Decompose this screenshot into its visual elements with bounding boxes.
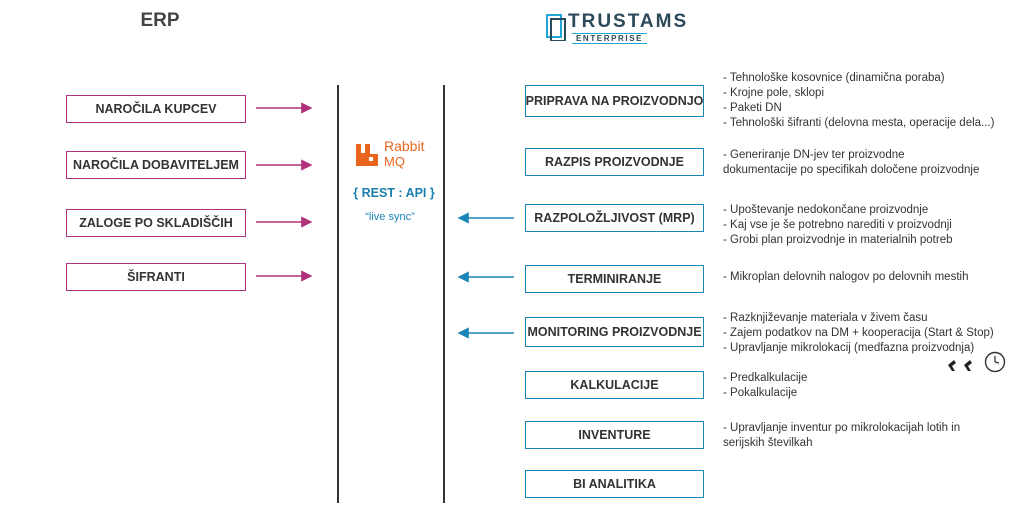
desc-line: - Razknjiževanje materiala v živem času [723, 312, 928, 324]
desc-line: - Grobi plan proizvodnje in materialnih … [723, 234, 953, 246]
mes-box-label: TERMINIRANJE [567, 272, 662, 286]
erp-box-label: ZALOGE PO SKLADIŠČIH [79, 216, 233, 230]
divider-right [443, 85, 445, 503]
desc-line: - Upravljanje inventur po mikrolokacijah… [723, 422, 961, 434]
desc-line: - Mikroplan delovnih nalogov po delovnih… [723, 271, 969, 283]
desc-line: - Generiranje DN-jev ter proizvodne [723, 149, 905, 161]
desc-line: serijskih številkah [723, 437, 813, 449]
desc-line: dokumentacije po specifikah določene pro… [723, 164, 980, 176]
desc-line: - Tehnološki šifranti (delovna mesta, op… [723, 117, 995, 129]
rest-api-label: { REST : API } [353, 186, 435, 200]
rabbitmq-mq: MQ [384, 154, 405, 169]
mes-box-razpis[interactable]: RAZPIS PROIZVODNJE [525, 148, 704, 176]
erp-title: ERP [140, 10, 180, 31]
mes-box-label: RAZPOLOŽLJIVOST (MRP) [534, 211, 695, 225]
clock-icon [984, 351, 1006, 373]
mes-box-label: KALKULACIJE [570, 378, 659, 392]
mes-box-monitoring[interactable]: MONITORING PROIZVODNJE [525, 317, 704, 347]
logo-sub: ENTERPRISE [572, 33, 648, 44]
mes-box-mrp[interactable]: RAZPOLOŽLJIVOST (MRP) [525, 204, 704, 232]
mes-box-label: MONITORING PROIZVODNJE [527, 325, 702, 339]
desc-monitoring: - Razknjiževanje materiala v živem času … [723, 311, 994, 356]
trustams-logo: TRUSTAMS ENTERPRISE [546, 11, 689, 44]
erp-box-label: NAROČILA KUPCEV [95, 102, 217, 116]
logo-name: TRUSTAMS [568, 11, 689, 32]
desc-line: - Paketi DN [723, 102, 782, 114]
rabbitmq-name: Rabbit [384, 138, 425, 154]
desc-line: - Kaj vse je še potrebno narediti v proi… [723, 219, 952, 231]
mes-box-terminiranje[interactable]: TERMINIRANJE [525, 265, 704, 293]
desc-line: - Tehnološke kosovnice (dinamična poraba… [723, 72, 945, 84]
desc-line: - Zajem podatkov na DM + kooperacija (St… [723, 327, 994, 339]
mes-box-label: RAZPIS PROIZVODNJE [545, 155, 684, 169]
erp-box-sifranti[interactable]: ŠIFRANTI [66, 263, 246, 291]
mes-box-bi-analitika[interactable]: BI ANALITIKA [525, 470, 704, 498]
desc-priprava: - Tehnološke kosovnice (dinamična poraba… [723, 71, 994, 131]
live-sync-label: “live sync” [365, 211, 415, 223]
trustams-logo-icon [546, 14, 566, 41]
mes-box-label: PRIPRAVA NA PROIZVODNJO [525, 94, 704, 108]
desc-mrp: - Upoštevanje nedokončane proizvodnje - … [723, 203, 952, 248]
mes-box-kalkulacije[interactable]: KALKULACIJE [525, 371, 704, 399]
mes-box-label: INVENTURE [578, 428, 651, 442]
rabbitmq-logo: Rabbit MQ [354, 138, 434, 176]
desc-line: - Krojne pole, sklopi [723, 87, 824, 99]
desc-razpis: - Generiranje DN-jev ter proizvodne doku… [723, 148, 979, 178]
mes-box-priprava[interactable]: PRIPRAVA NA PROIZVODNJO [525, 85, 704, 117]
mes-box-inventure[interactable]: INVENTURE [525, 421, 704, 449]
robot-arm-icon [942, 360, 972, 371]
desc-kalkulacije: - Predkalkulacije - Pokalkulacije [723, 371, 807, 401]
desc-line: - Pokalkulacije [723, 387, 798, 399]
desc-inventure: - Upravljanje inventur po mikrolokacijah… [723, 421, 960, 451]
erp-box-zaloge[interactable]: ZALOGE PO SKLADIŠČIH [66, 209, 246, 237]
rabbitmq-icon [356, 144, 378, 166]
erp-box-narocila-dobaviteljem[interactable]: NAROČILA DOBAVITELJEM [66, 151, 246, 179]
erp-box-label: NAROČILA DOBAVITELJEM [73, 158, 239, 172]
mes-box-label: BI ANALITIKA [573, 477, 656, 491]
desc-terminiranje: - Mikroplan delovnih nalogov po delovnih… [723, 270, 968, 285]
desc-line: - Upravljanje mikrolokacij (medfazna pro… [723, 342, 975, 354]
divider-left [337, 85, 339, 503]
desc-line: - Predkalkulacije [723, 372, 808, 384]
erp-box-narocila-kupcev[interactable]: NAROČILA KUPCEV [66, 95, 246, 123]
erp-box-label: ŠIFRANTI [127, 270, 185, 284]
desc-line: - Upoštevanje nedokončane proizvodnje [723, 204, 929, 216]
